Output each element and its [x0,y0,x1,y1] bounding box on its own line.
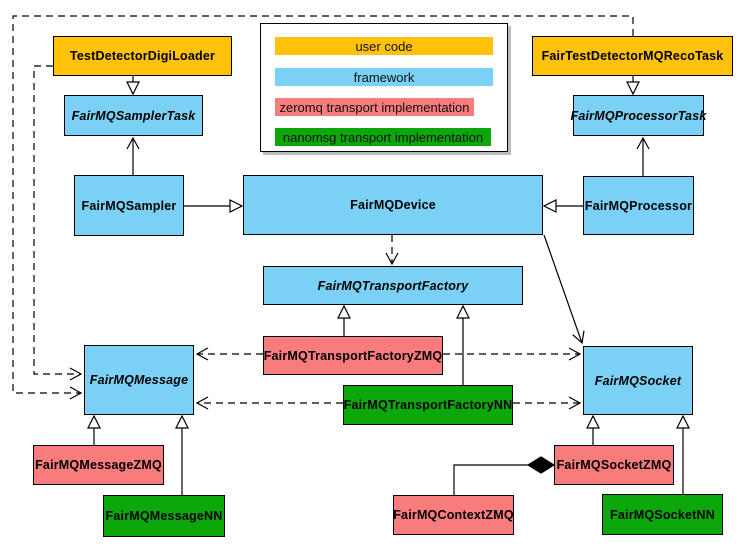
class-box-fairmqtransportfactory: FairMQTransportFactory [263,266,523,305]
edge-recotask-message [12,15,634,400]
class-box-fairmqprocessortask: FairMQProcessorTask [570,95,706,136]
legend-item-user-code: user code [275,37,493,55]
edge-device-socket [543,234,585,345]
class-box-fairmqmessagenn: FairMQMessageNN [103,495,225,537]
class-box-fairmqprocessor: FairMQProcessor [583,176,694,235]
edge-contextzmq-socketzmq [453,464,528,495]
class-box-fairtestdetectormqrecotask: FairTestDetectorMQRecoTask [532,36,733,76]
legend-item-nanomsg: nanomsg transport implementation [275,128,491,146]
class-box-fairmqsocketnn: FairMQSocketNN [602,494,723,535]
legend-item-zeromq: zeromq transport implementation [275,98,474,116]
class-box-fairmqsampler: FairMQSampler [74,175,184,236]
class-box-fairmqsocketzmq: FairMQSocketZMQ [554,445,674,485]
class-box-fairmqtransportfactorynn: FairMQTransportFactoryNN [343,385,513,425]
class-box-fairmqcontextzmq: FairMQContextZMQ [393,495,514,535]
composition-diamond [526,456,556,474]
legend-item-framework: framework [275,68,493,86]
edge-digiloader-message [33,65,83,381]
class-box-fairmqmessage: FairMQMessage [84,345,194,415]
class-box-fairmqtransportfactoryzmq: FairMQTransportFactoryZMQ [263,336,443,375]
legend: user code framework zeromq transport imp… [260,23,508,152]
class-box-fairmqdevice: FairMQDevice [243,175,543,235]
class-box-fairmqsamplertask: FairMQSamplerTask [64,95,203,136]
class-box-fairmqsocket: FairMQSocket [583,346,693,415]
class-box-fairmqmessagezmq: FairMQMessageZMQ [33,445,164,485]
class-box-testdetectordigiloader: TestDetectorDigiLoader [53,36,232,76]
